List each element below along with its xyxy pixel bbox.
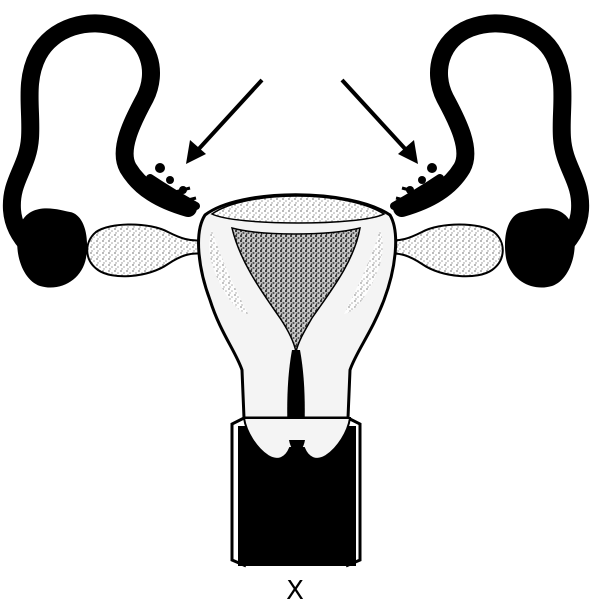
left-arrow [196,80,262,152]
figure-caption: X [0,576,591,606]
right-ovary [386,225,503,277]
left-fimbriae [17,208,87,287]
right-arrow [342,80,408,152]
right-fimbriae [505,208,575,287]
left-ovary [87,225,204,277]
